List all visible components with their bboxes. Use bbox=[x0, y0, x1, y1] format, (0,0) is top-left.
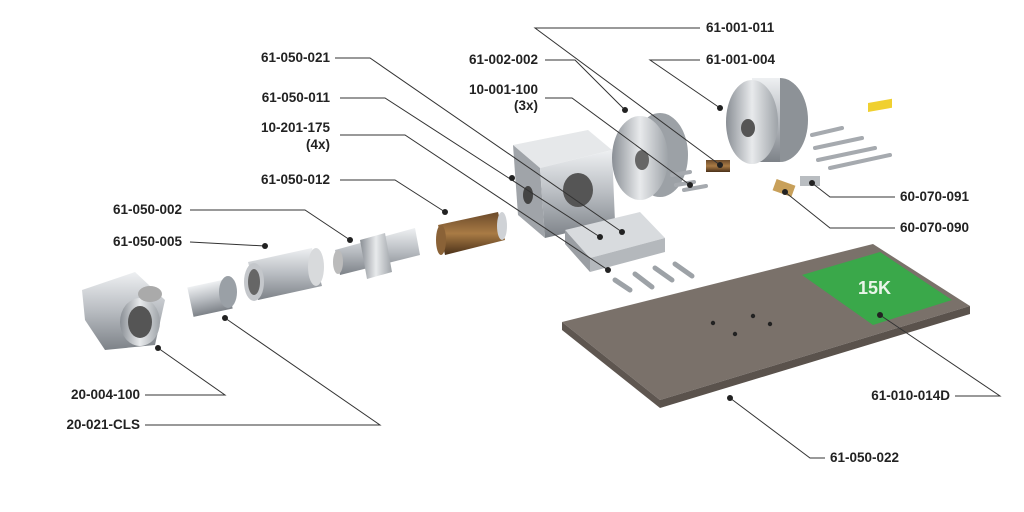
label-61-050-012: 61-050-012 bbox=[260, 172, 330, 187]
label-10-001-100-qty: (3x) bbox=[513, 98, 538, 113]
pipe-nipple bbox=[187, 276, 237, 317]
label-61-050-022: 61-050-022 bbox=[830, 450, 900, 465]
end-cap bbox=[612, 113, 688, 200]
label-61-050-002: 61-050-002 bbox=[112, 202, 182, 217]
green-decal bbox=[802, 252, 952, 325]
label-60-070-091: 60-070-091 bbox=[900, 189, 970, 204]
label-61-050-011: 61-050-011 bbox=[261, 90, 330, 105]
actuator-body bbox=[726, 78, 808, 164]
label-61-050-021: 61-050-021 bbox=[260, 50, 330, 65]
label-10-201-175-qty: (4x) bbox=[305, 137, 330, 152]
label-61-010-014D: 61-010-014D bbox=[871, 388, 950, 403]
label-61-001-004: 61-001-004 bbox=[706, 52, 776, 67]
leader-lines bbox=[145, 27, 1002, 459]
label-20-021-CLS: 20-021-CLS bbox=[66, 417, 140, 432]
label-61-050-005: 61-050-005 bbox=[112, 234, 182, 249]
label-20-004-100: 20-004-100 bbox=[70, 387, 140, 402]
label-10-001-100: 10-001-100 bbox=[468, 82, 538, 97]
label-10-201-175: 10-201-175 bbox=[260, 120, 330, 135]
tee-fitting bbox=[82, 272, 165, 350]
label-60-070-090: 60-070-090 bbox=[900, 220, 970, 235]
muffler bbox=[772, 178, 796, 198]
decal-logo: 15K bbox=[858, 278, 891, 298]
coupling bbox=[244, 248, 324, 301]
long-bolts bbox=[810, 126, 892, 170]
label-61-001-011: 61-001-011 bbox=[706, 20, 775, 35]
base-plate: 15K bbox=[562, 98, 970, 408]
leader-dots bbox=[155, 105, 883, 401]
hex-fitting bbox=[333, 228, 420, 279]
label-61-002-002: 61-002-002 bbox=[468, 52, 538, 67]
cap-screws bbox=[612, 261, 695, 293]
cartridge-valve bbox=[436, 212, 507, 255]
mounting-plate bbox=[565, 212, 665, 272]
